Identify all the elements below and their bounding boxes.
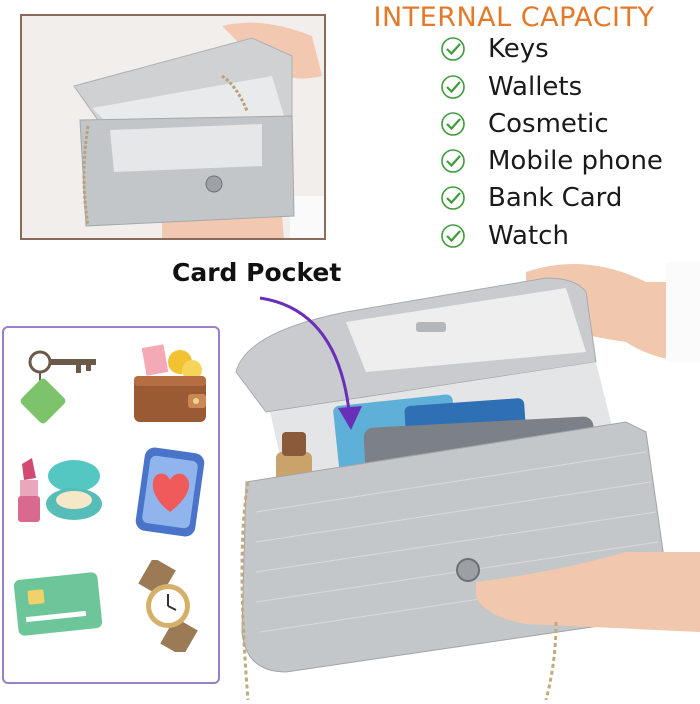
capacity-item-wallets: Wallets — [440, 70, 582, 104]
card-pocket-label: Card Pocket — [172, 258, 342, 287]
check-circle-icon — [441, 112, 465, 136]
capacity-item-mobile-phone: Mobile phone — [440, 144, 663, 178]
capacity-item-cosmetic: Cosmetic — [440, 107, 609, 141]
open-clutch-illustration — [22, 16, 324, 238]
check-circle-icon — [441, 149, 465, 173]
main-clutch-illustration — [235, 262, 700, 701]
mobile-phone-icon — [135, 447, 205, 537]
capacity-item-label: Mobile phone — [488, 146, 663, 176]
wallet-icon — [134, 344, 206, 422]
check-circle-icon — [441, 75, 465, 99]
product-photo-main — [226, 252, 700, 701]
capacity-item-label: Cosmetic — [488, 109, 609, 139]
items-panel — [2, 326, 220, 684]
capacity-item-label: Watch — [488, 221, 569, 251]
check-circle-icon — [441, 186, 465, 210]
product-photo-open-top — [20, 14, 326, 240]
lipstick-compact-icon — [18, 458, 102, 522]
capacity-item-label: Bank Card — [488, 183, 623, 213]
check-circle-icon — [441, 224, 465, 248]
check-circle-icon — [441, 37, 465, 61]
capacity-title: INTERNAL CAPACITY — [373, 2, 655, 33]
pointer-arrow-icon — [259, 296, 362, 430]
bank-card-icon — [13, 572, 103, 636]
capacity-item-keys: Keys — [440, 32, 549, 66]
watch-icon — [138, 560, 198, 652]
key-icon — [20, 350, 96, 424]
capacity-item-label: Keys — [488, 34, 549, 64]
capacity-item-watch: Watch — [440, 219, 569, 253]
capacity-item-bank-card: Bank Card — [440, 181, 622, 215]
capacity-item-label: Wallets — [488, 72, 583, 102]
